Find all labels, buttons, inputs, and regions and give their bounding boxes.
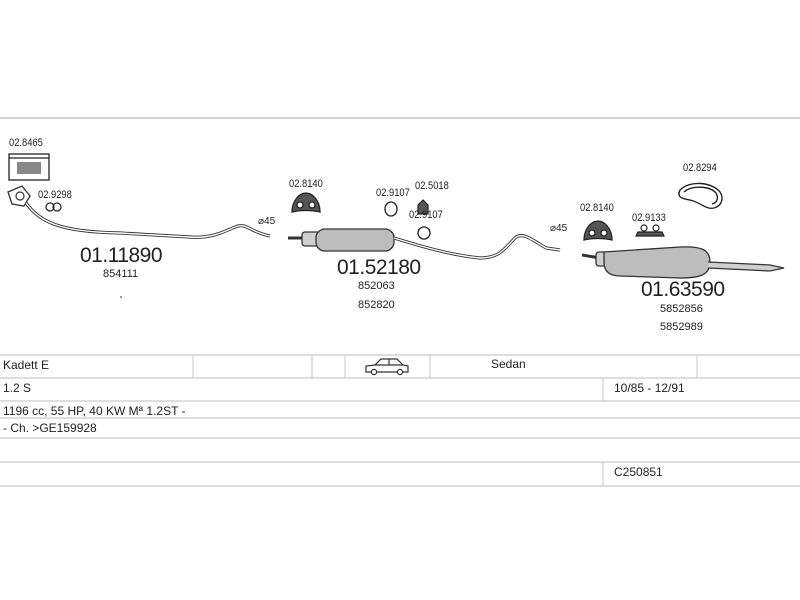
clamp-part-number: 02.9133: [632, 212, 666, 224]
vehicle-chassis: - Ch. >GE159928: [3, 421, 97, 435]
vehicle-body-type: Sedan: [491, 357, 526, 371]
rubber-hanger-icon: [417, 199, 429, 215]
middle-silencer-oem-number: 852820: [358, 299, 395, 311]
pipe-clamp-icon: [635, 224, 665, 237]
catalog-code: C250851: [614, 465, 663, 479]
middle-silencer-part-number: 01.52180: [337, 256, 421, 279]
box-part-number: 02.8465: [9, 137, 43, 149]
vehicle-model: Kadett E: [3, 358, 50, 372]
rubber-ring-icon: [417, 226, 431, 240]
hanger-part-number: 02.9107: [409, 209, 443, 221]
rear-silencer-oem-number: 5852989: [660, 321, 703, 333]
product-box-icon: [8, 153, 50, 181]
diameter-label: ⌀45: [550, 223, 568, 234]
front-pipe-part-number: 01.11890: [80, 244, 163, 267]
rear-silencer-oem-number: 5852856: [660, 303, 703, 315]
clamp-part-number: 02.9298: [38, 189, 72, 201]
sealing-ring-icon: [678, 182, 723, 210]
hanger-part-number: 02.5018: [415, 180, 449, 192]
rubber-hanger-icon: [583, 220, 613, 241]
pipe-clamp-icon: [45, 202, 62, 212]
ring-part-number: 02.8294: [683, 162, 717, 174]
middle-silencer-oem-number: 852063: [358, 280, 395, 292]
hanger-part-number: 02.9107: [376, 187, 410, 199]
front-pipe-oem-number: 854111: [103, 268, 139, 280]
middle-silencer: [288, 228, 561, 260]
hanger-part-number: 02.8140: [580, 202, 614, 214]
vehicle-years: 10/85 - 12/91: [614, 381, 685, 395]
front-pipe: [7, 185, 271, 239]
vehicle-spec: 1196 cc, 55 HP, 40 KW Mª 1.2ST -: [3, 404, 186, 418]
rubber-ring-icon: [384, 201, 398, 217]
rubber-hanger-icon: [291, 192, 321, 213]
vehicle-engine: 1.2 S: [3, 381, 32, 395]
sedan-car-icon: [365, 358, 409, 376]
diameter-label: ⌀45: [258, 216, 276, 227]
rear-silencer-part-number: 01.63590: [641, 278, 725, 301]
rear-silencer: [581, 246, 785, 279]
hanger-part-number: 02.8140: [289, 178, 323, 190]
